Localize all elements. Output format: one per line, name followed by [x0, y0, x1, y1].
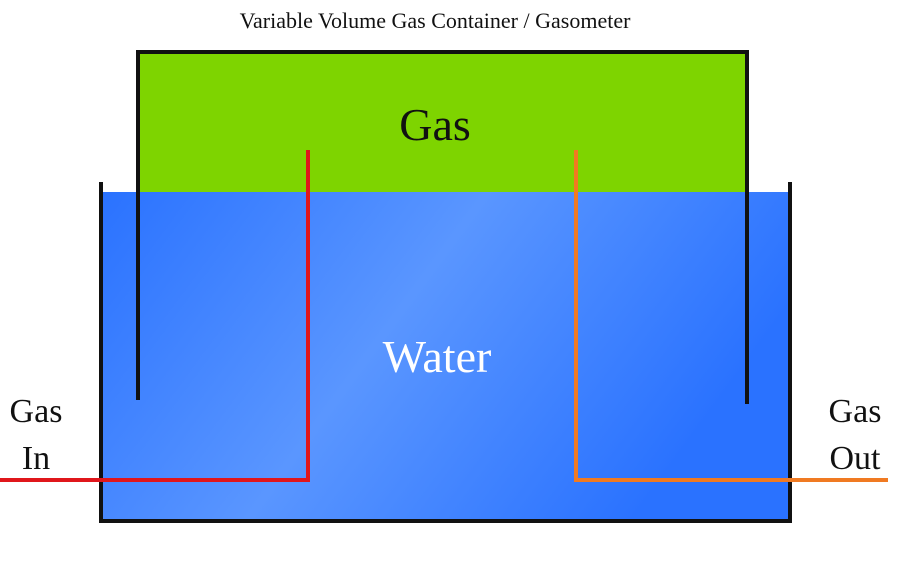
water-body	[101, 192, 790, 521]
water-label: Water	[383, 331, 492, 382]
diagram-title: Variable Volume Gas Container / Gasomete…	[240, 8, 631, 33]
gas-in-label-line1: Gas	[10, 393, 63, 430]
gas-out-label-line1: Gas	[829, 393, 882, 430]
tank-wall	[99, 182, 792, 523]
gas-bell	[136, 50, 749, 404]
outlet-pipe	[574, 150, 888, 482]
gas-region	[138, 52, 747, 192]
gas-label: Gas	[399, 99, 471, 150]
gas-out-label-line2: Out	[830, 440, 882, 477]
gas-in-label-line2: In	[22, 440, 50, 477]
inlet-pipe	[0, 150, 310, 482]
